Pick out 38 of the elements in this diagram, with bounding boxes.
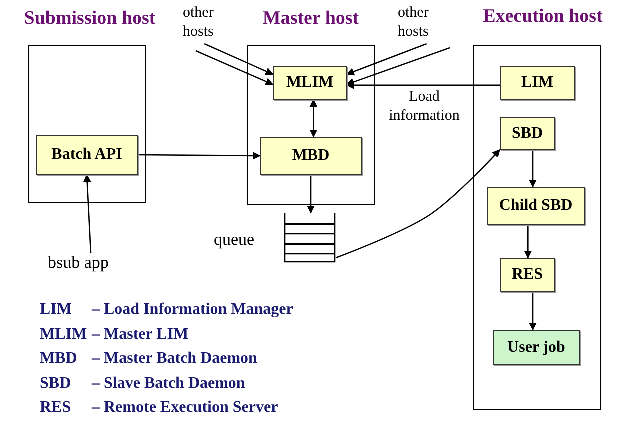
- arrow: [83, 174, 92, 254]
- arrow: [196, 50, 274, 86]
- process-box: MBD: [260, 137, 362, 175]
- host-label: other hosts: [398, 4, 446, 44]
- process-box: SBD: [500, 117, 555, 150]
- arrow: [336, 149, 501, 259]
- host-heading: Submission host: [23, 8, 157, 30]
- host-heading: Master host: [262, 8, 360, 30]
- host-label: other hosts: [183, 4, 231, 44]
- arrow: [529, 292, 537, 331]
- definition-text: – Remote Execution Server: [92, 399, 278, 418]
- queue-label: queue: [214, 230, 255, 250]
- process-box: Child SBD: [487, 187, 585, 225]
- process-box: User job: [493, 330, 580, 365]
- arrow: [346, 81, 500, 90]
- abbreviation-text: MLIM: [40, 326, 88, 344]
- arrow: [307, 175, 315, 214]
- definition-text: – Load Information Manager: [92, 301, 294, 319]
- arrow: [346, 47, 450, 86]
- process-box: LIM: [500, 66, 575, 100]
- abbreviation-text: RES: [40, 399, 72, 418]
- client-label: bsub app: [48, 253, 134, 277]
- abbreviation-text: LIM: [40, 301, 72, 319]
- definition-text: – Master Batch Daemon: [92, 350, 258, 368]
- arrow: [346, 43, 428, 76]
- arrow: [310, 99, 318, 138]
- abbreviation-text: SBD: [40, 374, 72, 393]
- definition-text: – Master LIM: [92, 326, 189, 344]
- arrow: [529, 150, 537, 188]
- abbreviation-text: MBD: [40, 350, 78, 368]
- process-box: RES: [500, 258, 555, 292]
- process-box: Batch API: [36, 135, 138, 175]
- process-box: MLIM: [273, 66, 347, 100]
- arrow: [204, 43, 274, 76]
- host-heading: Execution host: [482, 6, 604, 28]
- arrow: [524, 225, 532, 259]
- arrow: [138, 152, 261, 160]
- definition-text: – Slave Batch Daemon: [92, 374, 246, 393]
